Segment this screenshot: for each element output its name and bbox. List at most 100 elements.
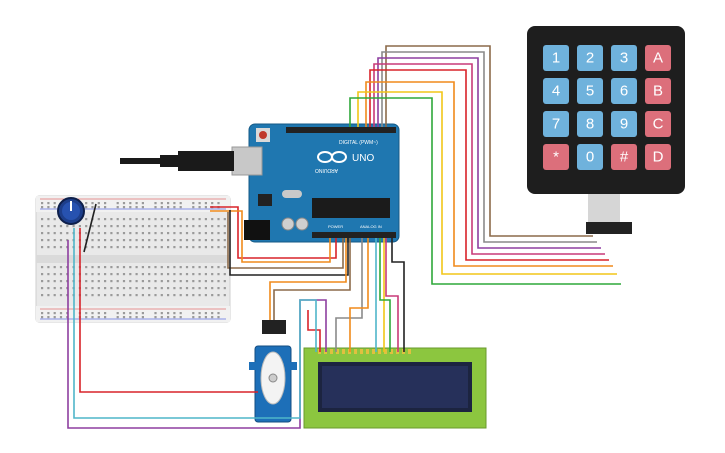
breadboard-hole (179, 266, 182, 269)
breadboard-hole (135, 273, 138, 276)
breadboard-hole (129, 280, 132, 283)
arduino-analog-label: ANALOG IN (360, 224, 382, 229)
arduino-model-label: UNO (352, 153, 374, 164)
keypad-key-13[interactable] (577, 144, 603, 170)
breadboard-hole (129, 287, 132, 290)
breadboard-hole (204, 225, 207, 228)
breadboard-hole (148, 218, 151, 221)
breadboard-rail-hole (116, 202, 119, 205)
breadboard-hole (129, 273, 132, 276)
breadboard-rail-hole (91, 202, 94, 205)
breadboard-hole (198, 232, 201, 235)
keypad-key-14[interactable] (611, 144, 637, 170)
keypad-key-7[interactable] (645, 78, 671, 104)
breadboard-hole (204, 287, 207, 290)
breadboard-rail-hole (204, 312, 207, 315)
breadboard-hole (148, 280, 151, 283)
keypad-key-8[interactable] (543, 111, 569, 137)
breadboard-hole (135, 294, 138, 297)
breadboard-hole (185, 280, 189, 283)
breadboard-hole (192, 280, 195, 283)
breadboard-hole (41, 287, 44, 290)
breadboard-hole (185, 246, 189, 249)
breadboard-rail-hole (141, 316, 144, 319)
breadboard-hole (148, 273, 151, 276)
breadboard-hole (160, 232, 163, 235)
breadboard-hole (53, 273, 56, 276)
lcd-16x2[interactable] (303, 347, 487, 429)
keypad-key-3[interactable] (645, 45, 671, 71)
lcd-pin (336, 349, 339, 354)
keypad-key-12[interactable] (543, 144, 569, 170)
breadboard-hole (97, 239, 100, 242)
breadboard-hole (53, 239, 56, 242)
breadboard-hole (141, 266, 144, 269)
breadboard-hole (122, 280, 126, 283)
wire-lcd-black (391, 238, 405, 352)
breadboard-rail-hole (135, 312, 138, 315)
arduino-uno-board[interactable]: UNO DIGITAL (PWM~) ARDUINO POWER ANALOG … (120, 123, 400, 243)
breadboard-hole (173, 294, 176, 297)
breadboard-hole (217, 218, 220, 221)
breadboard-rail-hole (154, 312, 157, 315)
breadboard-hole (198, 287, 201, 290)
keypad-key-0[interactable] (543, 45, 569, 71)
breadboard-hole (59, 225, 63, 228)
keypad-key-5[interactable] (577, 78, 603, 104)
breadboard-hole (41, 294, 44, 297)
keypad-key-4[interactable] (543, 78, 569, 104)
breadboard-hole (59, 239, 63, 242)
breadboard-hole (85, 280, 88, 283)
keypad-key-1[interactable] (577, 45, 603, 71)
breadboard-hole (154, 287, 157, 290)
breadboard-hole (192, 266, 195, 269)
breadboard-rail-hole (85, 202, 88, 205)
breadboard-hole (110, 246, 113, 249)
keypad-key-15[interactable] (645, 144, 671, 170)
potentiometer[interactable] (57, 197, 85, 225)
breadboard-hole (223, 218, 226, 221)
breadboard-hole (116, 218, 119, 221)
breadboard-hole (53, 225, 56, 228)
breadboard-rail-hole (204, 202, 207, 205)
breadboard-hole (185, 294, 189, 297)
breadboard-hole (217, 294, 220, 297)
breadboard-rail-hole (192, 202, 195, 205)
breadboard-hole (78, 225, 81, 228)
breadboard-hole (91, 239, 94, 242)
breadboard-hole (122, 287, 126, 290)
breadboard[interactable] (35, 195, 231, 323)
breadboard-hole (53, 246, 56, 249)
breadboard-hole (110, 218, 113, 221)
breadboard-rail-hole (85, 206, 88, 209)
breadboard-hole (116, 273, 119, 276)
breadboard-rail-hole (116, 206, 119, 209)
breadboard-hole (223, 239, 226, 242)
servo-motor[interactable] (249, 320, 297, 423)
breadboard-rail-hole (53, 206, 56, 209)
breadboard-rail-hole (141, 312, 144, 315)
breadboard-hole (141, 287, 144, 290)
breadboard-hole (167, 294, 170, 297)
breadboard-hole (91, 246, 94, 249)
breadboard-hole (47, 266, 50, 269)
keypad-key-11[interactable] (645, 111, 671, 137)
breadboard-rail-hole (129, 316, 132, 319)
breadboard-hole (53, 232, 56, 235)
breadboard-hole (211, 287, 214, 290)
breadboard-rail-hole (160, 316, 163, 319)
breadboard-hole (185, 266, 189, 269)
breadboard-hole (41, 280, 44, 283)
breadboard-rail-hole (204, 316, 207, 319)
breadboard-hole (116, 287, 119, 290)
keypad-key-6[interactable] (611, 78, 637, 104)
keypad-key-9[interactable] (577, 111, 603, 137)
breadboard-hole (85, 266, 88, 269)
keypad-key-10[interactable] (611, 111, 637, 137)
keypad-key-2[interactable] (611, 45, 637, 71)
breadboard-hole (59, 266, 63, 269)
breadboard-hole (148, 246, 151, 249)
lcd-pin (330, 349, 333, 354)
